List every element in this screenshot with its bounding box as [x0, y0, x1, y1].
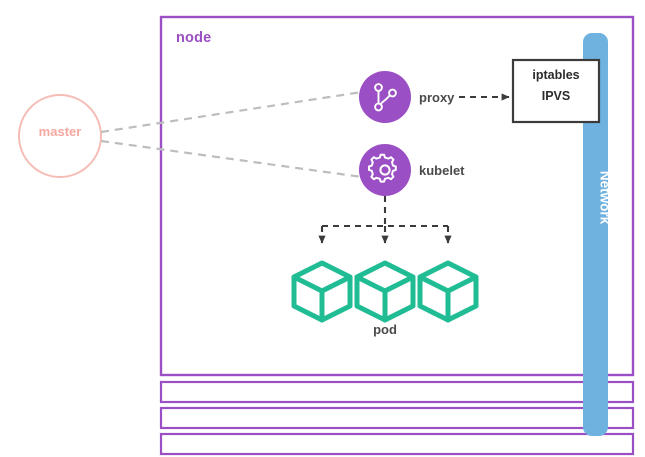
pod-cubes	[291, 260, 479, 323]
pod-cube	[354, 260, 416, 323]
kubelet-label: kubelet	[419, 163, 465, 178]
stacked-node-boxes	[159, 380, 635, 456]
proxy-label: proxy	[419, 90, 455, 105]
network-label: Network	[597, 170, 613, 225]
kubelet-to-pods-connectors	[318, 196, 452, 244]
master-label: master	[38, 124, 82, 139]
pod-cube	[291, 260, 353, 323]
ipvs-label: IPVS	[541, 89, 571, 103]
proxy-circle	[359, 71, 411, 123]
iptables-label: iptables	[532, 68, 580, 82]
pod-label: pod	[373, 322, 397, 337]
iptables-box	[511, 58, 601, 124]
master-connectors	[100, 90, 363, 179]
master-circle	[18, 94, 102, 178]
node-box-title: node	[176, 30, 212, 46]
network-bar	[583, 33, 608, 436]
git-branch-icon	[374, 83, 397, 112]
kubelet-circle	[359, 144, 411, 196]
gear-icon	[368, 153, 397, 183]
pod-cube	[417, 260, 479, 323]
